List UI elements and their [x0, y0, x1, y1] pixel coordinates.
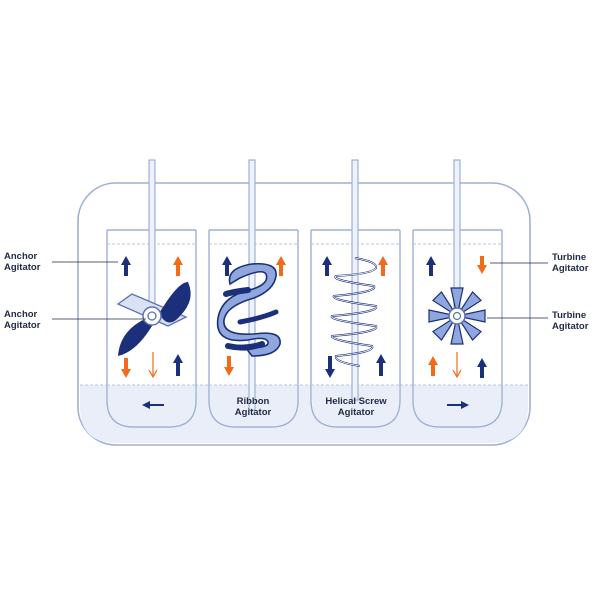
up-arrow-icon: [378, 256, 388, 276]
up-arrow-icon: [376, 354, 386, 376]
up-arrow-icon: [322, 256, 332, 276]
flow-arrows-horizontal: [142, 401, 469, 409]
flow-arrows-down-orange: [121, 256, 487, 378]
shaft-ribbon: [248, 159, 256, 411]
ribbon-agitator-blade: [216, 262, 281, 357]
up-arrow-icon: [121, 256, 131, 276]
up-arrow-icon: [426, 256, 436, 276]
flow-arrows-up-orange: [173, 256, 438, 376]
up-arrow-icon: [173, 354, 183, 376]
up-arrow-icon: [477, 358, 487, 378]
down-arrow-icon: [224, 356, 234, 376]
flow-arrows-up-navy: [121, 256, 487, 378]
up-arrow-icon: [173, 256, 183, 276]
shaft-anchor: [148, 159, 156, 311]
vessel-anchor: [106, 229, 197, 428]
turbine-agitator-impeller: [428, 287, 486, 345]
down-arrow-icon: [325, 356, 335, 378]
down-arrow-icon: [121, 358, 131, 378]
down-arrow-icon: [477, 256, 487, 274]
down-arrow-icon: [452, 352, 462, 379]
up-arrow-icon: [428, 356, 438, 376]
down-arrow-icon: [148, 352, 158, 379]
leader-lines: [52, 261, 548, 320]
up-arrow-icon: [222, 256, 232, 276]
shaft-helical: [351, 159, 359, 401]
flow-arrows-thin-orange: [148, 352, 462, 379]
up-arrow-icon: [276, 256, 286, 276]
anchor-agitator-propeller: [116, 282, 191, 356]
flow-arrows-down-navy: [325, 356, 335, 378]
